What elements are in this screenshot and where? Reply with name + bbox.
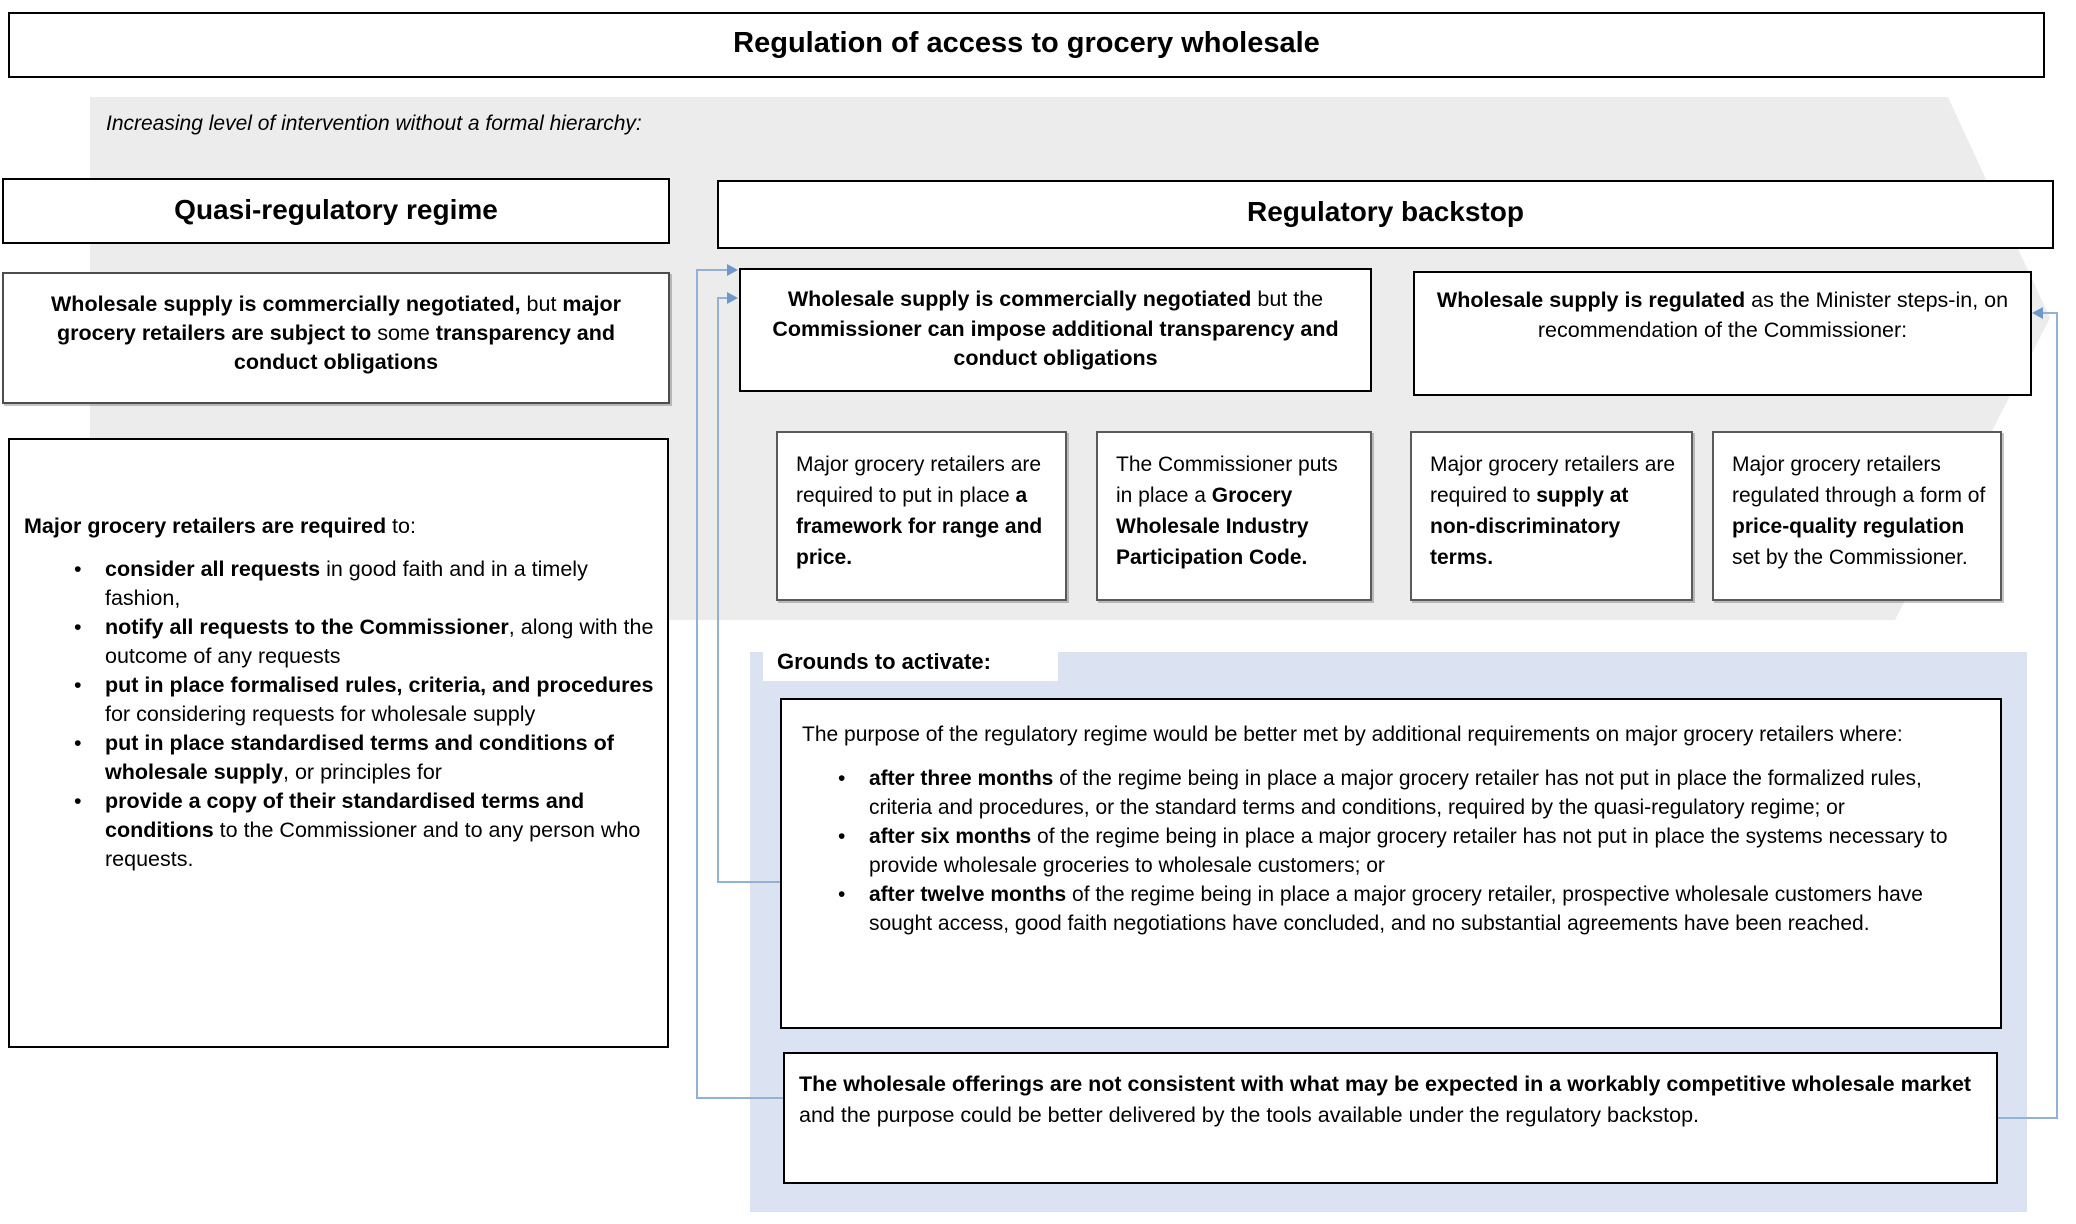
card-framework-range-price-text: Major grocery retailers are required to …: [796, 453, 1043, 569]
list-item: put in place formalised rules, criteria,…: [74, 671, 655, 729]
list-item: consider all requests in good faith and …: [74, 555, 655, 613]
grounds-purpose-box: The purpose of the regulatory regime wou…: [780, 698, 2002, 1029]
arrowhead-into-midbox-icon: [727, 292, 738, 304]
list-item: after six months of the regime being in …: [838, 822, 1976, 880]
connector-purpose-to-midbox-vertical: [717, 297, 719, 883]
regulated-supply-text: Wholesale supply is regulated as the Min…: [1436, 288, 2009, 342]
list-item: provide a copy of their standardised ter…: [74, 787, 655, 874]
list-item: put in place standardised terms and cond…: [74, 729, 655, 787]
card-participation-code-text: The Commissioner puts in place a Grocery…: [1116, 453, 1338, 569]
connector-purpose-to-midbox-bottom: [718, 881, 780, 883]
card-framework-range-price: Major grocery retailers are required to …: [776, 431, 1067, 601]
diagram-title: Regulation of access to grocery wholesal…: [733, 27, 1320, 59]
arrowhead-into-rightbox-icon: [2032, 307, 2043, 319]
quasi-summary-box: Wholesale supply is commercially negotia…: [2, 272, 670, 404]
quasi-requirements-box: Major grocery retailers are required to:…: [8, 438, 669, 1048]
regulatory-backstop-header: Regulatory backstop: [1247, 196, 1524, 227]
quasi-requirements-intro: Major grocery retailers are required to:: [24, 514, 416, 538]
grounds-purpose-intro: The purpose of the regulatory regime wou…: [802, 723, 1903, 746]
list-item: after twelve months of the regime being …: [838, 880, 1976, 938]
regulated-supply-box: Wholesale supply is regulated as the Min…: [1413, 271, 2032, 396]
connector-offerings-to-rightbox-vertical: [2056, 312, 2058, 1119]
list-item: notify all requests to the Commissioner,…: [74, 613, 655, 671]
connector-offerings-to-midbox-top: [697, 269, 728, 271]
connector-offerings-to-midbox-bottom: [697, 1097, 783, 1099]
card-non-discriminatory-terms-text: Major grocery retailers are required to …: [1430, 453, 1676, 569]
connector-purpose-to-midbox-top: [718, 297, 728, 299]
quasi-requirements-list: consider all requests in good faith and …: [24, 555, 655, 874]
regulatory-backstop-header-box: Regulatory backstop: [717, 180, 2054, 249]
card-price-quality-regulation: Major grocery retailers regulated throug…: [1712, 431, 2002, 601]
card-non-discriminatory-terms: Major grocery retailers are required to …: [1410, 431, 1693, 601]
connector-offerings-to-rightbox-top: [2043, 312, 2057, 314]
quasi-summary-text: Wholesale supply is commercially negotia…: [51, 292, 621, 374]
card-participation-code: The Commissioner puts in place a Grocery…: [1096, 431, 1372, 601]
quasi-regime-header-box: Quasi-regulatory regime: [2, 178, 670, 244]
connector-offerings-to-midbox-vertical: [696, 269, 698, 1099]
grounds-purpose-list: after three months of the regime being i…: [802, 764, 1976, 938]
arrowhead-into-midbox-top-icon: [727, 264, 738, 276]
card-price-quality-regulation-text: Major grocery retailers regulated throug…: [1732, 453, 1986, 569]
grounds-to-activate-label: Grounds to activate:: [777, 649, 991, 674]
grounds-offerings-text: The wholesale offerings are not consiste…: [799, 1072, 1972, 1127]
list-item: after three months of the regime being i…: [838, 764, 1976, 822]
negotiated-with-backstop-box: Wholesale supply is commercially negotia…: [739, 268, 1372, 392]
negotiated-with-backstop-text: Wholesale supply is commercially negotia…: [772, 287, 1339, 370]
grounds-offerings-box: The wholesale offerings are not consiste…: [783, 1052, 1998, 1184]
grounds-to-activate-chip: Grounds to activate:: [763, 624, 1058, 681]
connector-offerings-to-rightbox-bottom: [1998, 1117, 2058, 1119]
intervention-note: Increasing level of intervention without…: [106, 112, 642, 135]
quasi-regime-header: Quasi-regulatory regime: [174, 194, 498, 225]
diagram-title-box: Regulation of access to grocery wholesal…: [8, 12, 2045, 78]
